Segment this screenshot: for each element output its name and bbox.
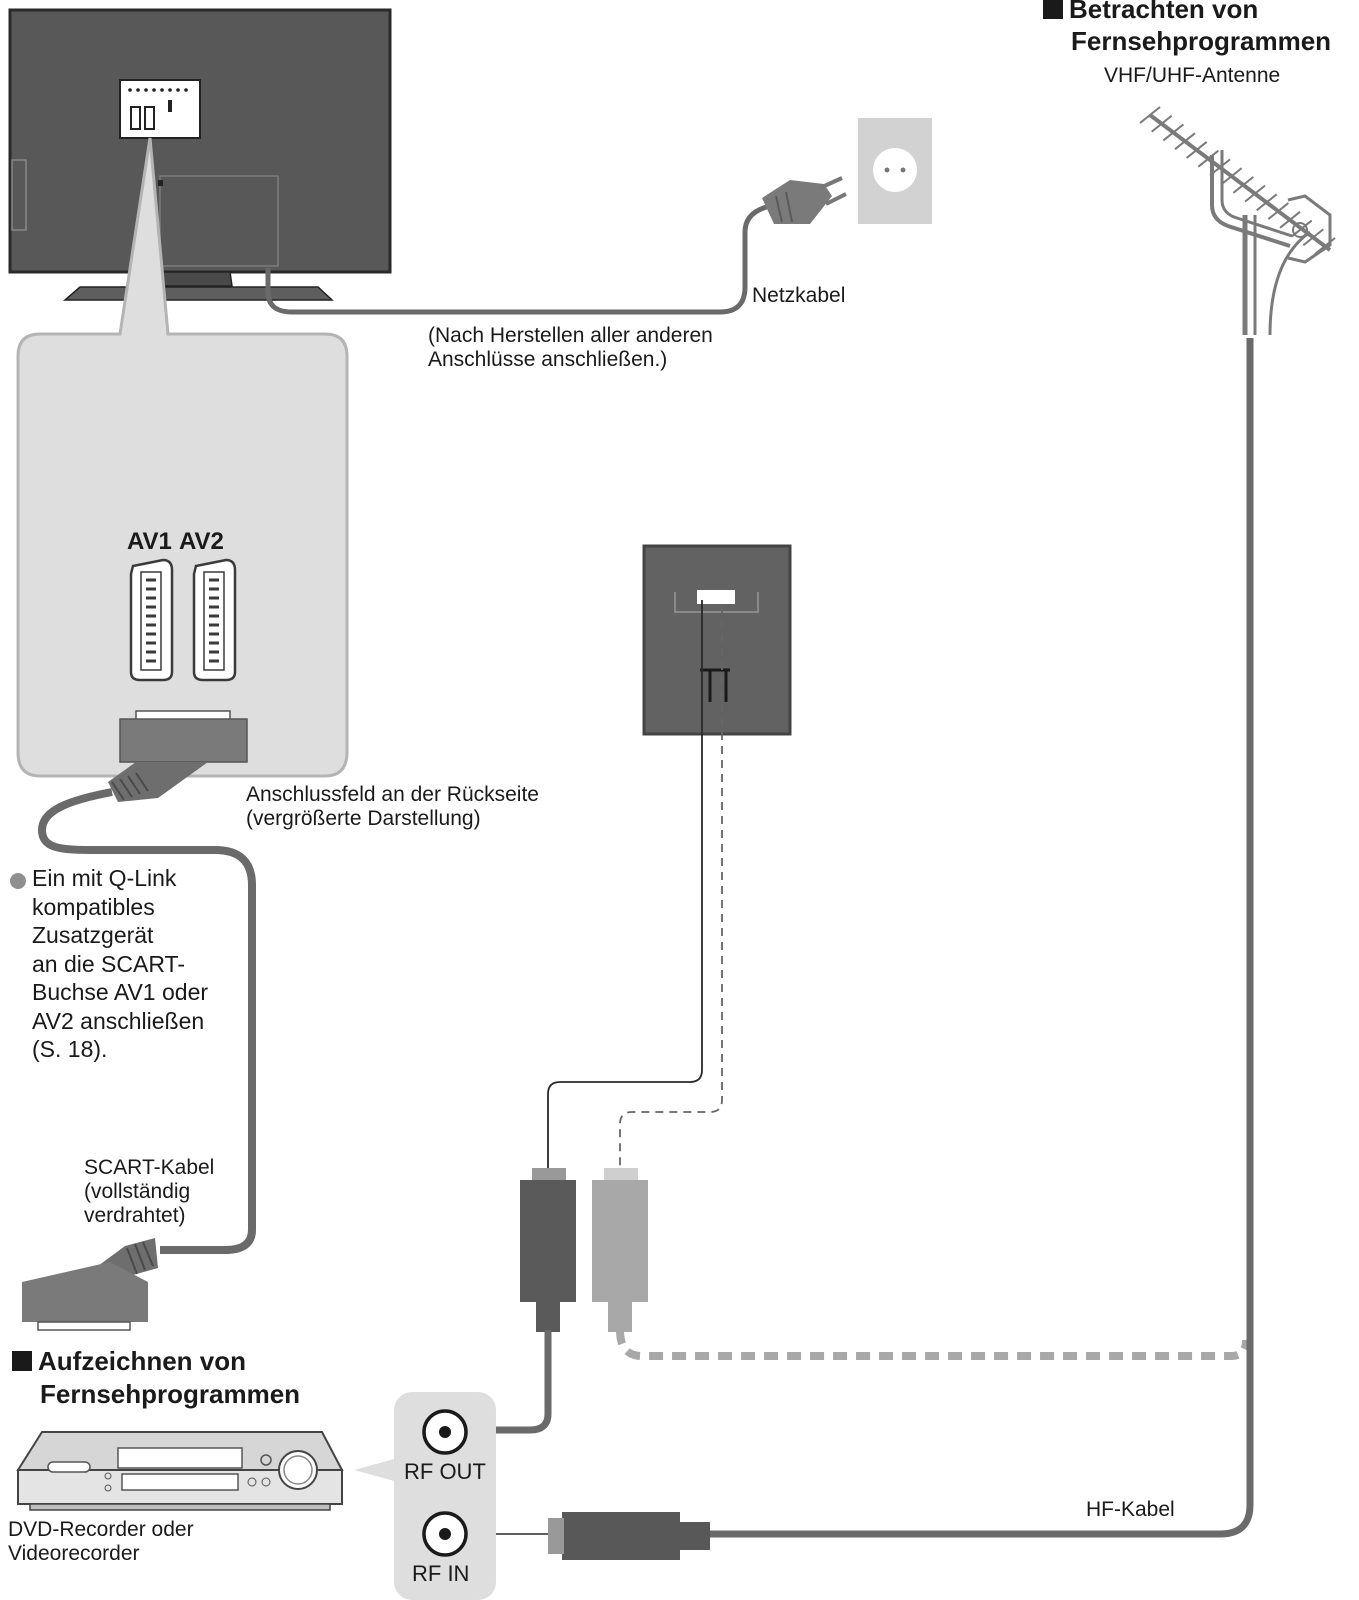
power-note-line1: (Nach Herstellen aller anderen [428, 324, 713, 347]
q-link-note: Ein mit Q-Link kompatibles Zusatzgerät a… [32, 864, 208, 1064]
hf-cable [708, 338, 1254, 1538]
rear-panel-zoom [16, 137, 349, 778]
recording-heading-line2: Fernsehprogrammen [40, 1379, 301, 1409]
rf-plug-dashed [592, 1168, 648, 1332]
recorder-device [16, 1431, 344, 1511]
scart-cable-label-line1: SCART-Kabel [84, 1156, 215, 1179]
scart-socket-av1 [129, 558, 174, 682]
panel-caption-line1: Anschlussfeld an der Rückseite [246, 783, 539, 806]
note-line: Ein mit Q-Link [32, 865, 177, 891]
bullet-dot-icon [10, 873, 26, 889]
rf-plug-solid [520, 1168, 576, 1332]
note-line: Zusatzgerät [32, 922, 154, 948]
heading-square-icon [12, 1351, 32, 1371]
power-note-line2: Anschlüsse anschließen.) [428, 348, 668, 371]
scart-plug-recorder [22, 1238, 158, 1331]
note-line: AV2 anschließen [32, 1007, 205, 1034]
recorder-label-line2: Videorecorder [8, 1542, 140, 1565]
scart-plug-tv [108, 710, 248, 802]
recorder-label-line1: DVD-Recorder oder [8, 1518, 194, 1541]
rf-in-terminal [422, 1511, 468, 1557]
wall-power-socket [858, 118, 932, 224]
note-line: kompatibles [32, 893, 155, 920]
heading-square-icon [1043, 0, 1063, 19]
antenna-label: VHF/UHF-Antenne [1104, 64, 1281, 87]
av2-label: AV2 [179, 528, 224, 555]
power-cable-label: Netzkabel [752, 284, 846, 307]
viewing-heading-line2: Fernsehprogrammen [1071, 26, 1332, 56]
rf-in-plug [470, 1512, 710, 1560]
scart-socket-av2 [192, 558, 237, 682]
note-line: Buchse AV1 oder [32, 979, 209, 1005]
rf-out-cable [444, 1330, 552, 1434]
dashed-bypass-cable [616, 1329, 1250, 1360]
rf-in-label: RF IN [412, 1561, 470, 1586]
scart-cable-label-line2: (vollständig [84, 1180, 191, 1203]
socket-cable-dashed [619, 606, 723, 1170]
av1-label: AV1 [127, 528, 172, 555]
recording-heading: Aufzeichnen von [12, 1346, 246, 1377]
power-cable [265, 203, 771, 315]
note-line: (S. 18). [32, 1036, 108, 1062]
note-line: an die SCART- [32, 950, 185, 977]
viewing-heading: Betrachten von [1043, 0, 1258, 25]
panel-caption-line2: (vergrößerte Darstellung) [246, 807, 481, 830]
rf-out-label: RF OUT [404, 1459, 486, 1484]
scart-cable-label-line3: verdrahtet) [84, 1204, 186, 1227]
rf-out-terminal [422, 1409, 468, 1455]
antenna-wall-socket [642, 544, 792, 736]
tv-rear-view [8, 8, 392, 301]
socket-cable-solid [547, 600, 703, 1170]
vhf-uhf-antenna [1139, 106, 1336, 336]
power-plug [762, 176, 847, 224]
scart-cable [37, 788, 256, 1254]
rf-terminal-panel [354, 1392, 496, 1600]
hf-cable-label: HF-Kabel [1086, 1498, 1175, 1521]
